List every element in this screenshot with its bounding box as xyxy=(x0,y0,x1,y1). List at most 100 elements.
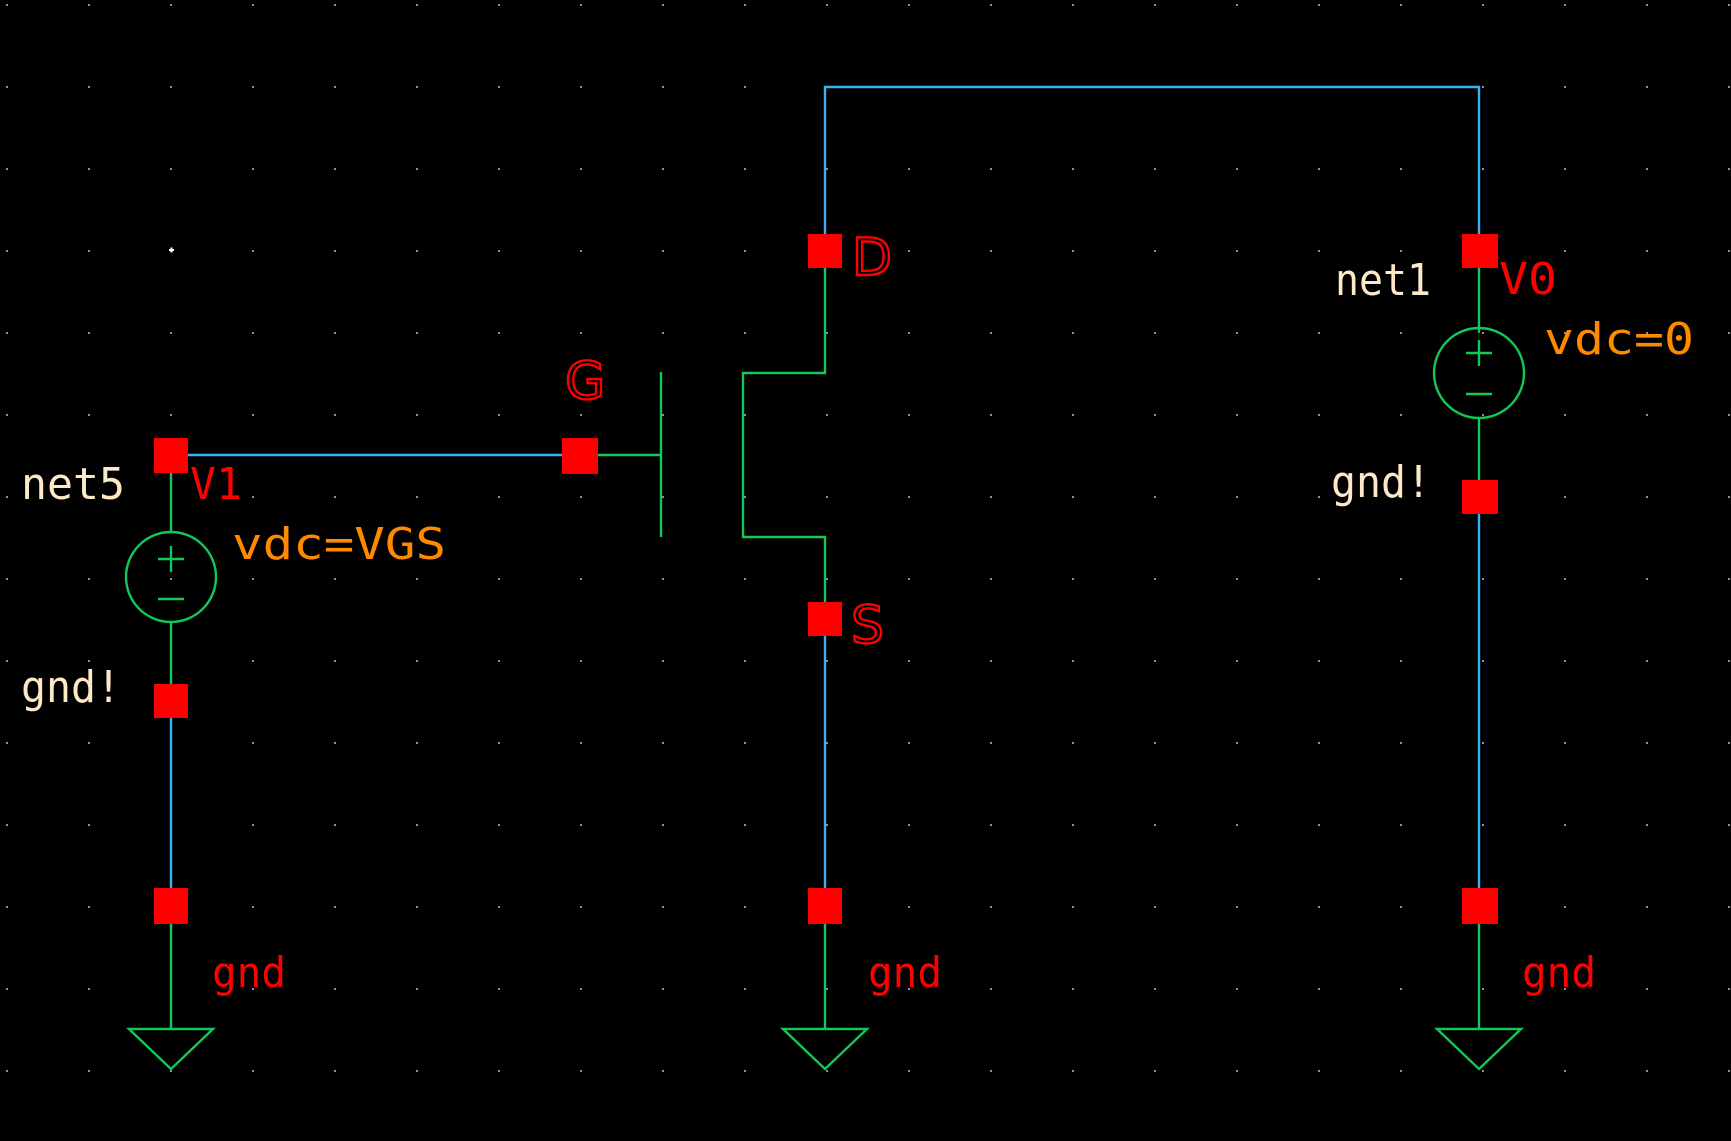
ground-symbol-3[interactable] xyxy=(1434,906,1524,1071)
grid-dot xyxy=(416,86,418,88)
grid-dot xyxy=(662,414,664,416)
parameter-label-v0[interactable]: vdc=0 xyxy=(1544,314,1694,365)
grid-dot xyxy=(990,168,992,170)
grid-dot xyxy=(1728,660,1730,662)
pin-gnd-2[interactable] xyxy=(808,888,842,924)
grid-dot xyxy=(1646,906,1648,908)
grid-dot xyxy=(1646,496,1648,498)
net-label-net5[interactable]: net5 xyxy=(21,459,125,510)
ground-symbol-1[interactable] xyxy=(126,906,216,1071)
wire-drain-to-v0[interactable] xyxy=(823,85,1481,251)
net-label-gnd-bang-right[interactable]: gnd! xyxy=(1331,457,1431,508)
pin-v0-plus[interactable] xyxy=(1462,234,1498,268)
grid-dot xyxy=(580,86,582,88)
grid-dot xyxy=(498,496,500,498)
grid-dot xyxy=(1482,660,1484,662)
cursor-marker xyxy=(169,247,174,253)
ground-triangle-icon xyxy=(780,1027,870,1071)
grid-dot xyxy=(1646,4,1648,6)
grid-dot xyxy=(1072,496,1074,498)
instance-label-v1[interactable]: V1 xyxy=(190,459,242,510)
grid-dot xyxy=(908,988,910,990)
pin-gnd-1[interactable] xyxy=(154,888,188,924)
grid-dot xyxy=(1236,988,1238,990)
grid-dot xyxy=(498,1070,500,1072)
grid-dot xyxy=(580,742,582,744)
grid-dot xyxy=(1728,4,1730,6)
grid-dot xyxy=(334,168,336,170)
grid-dot xyxy=(498,250,500,252)
grid-dot xyxy=(6,824,8,826)
nmos-transistor[interactable] xyxy=(580,251,827,619)
grid-dot xyxy=(1646,86,1648,88)
grid-dot xyxy=(6,906,8,908)
grid-dot xyxy=(88,742,90,744)
instance-label-v0[interactable]: V0 xyxy=(1499,254,1557,305)
gate-pin-label: G xyxy=(565,352,605,412)
grid-dot xyxy=(826,988,828,990)
pin-v1-minus[interactable] xyxy=(154,684,188,718)
grid-dot xyxy=(1236,4,1238,6)
net-label-net1[interactable]: net1 xyxy=(1335,255,1431,306)
grid-dot xyxy=(1072,906,1074,908)
grid-dot xyxy=(1154,414,1156,416)
grid-dot xyxy=(1154,4,1156,6)
net-label-gnd-bang-left[interactable]: gnd! xyxy=(21,662,121,713)
grid-dot xyxy=(170,414,172,416)
grid-dot xyxy=(744,578,746,580)
grid-dot xyxy=(1154,742,1156,744)
grid-dot xyxy=(1728,1070,1730,1072)
grid-dot xyxy=(580,1070,582,1072)
grid-dot xyxy=(1482,86,1484,88)
grid-dot xyxy=(88,86,90,88)
grid-dot xyxy=(6,742,8,744)
grid-dot xyxy=(334,250,336,252)
grid-dot xyxy=(1646,1070,1648,1072)
grid-dot xyxy=(744,496,746,498)
grid-dot xyxy=(744,4,746,6)
grid-dot xyxy=(1072,824,1074,826)
pin-source[interactable] xyxy=(808,602,842,636)
grid-dot xyxy=(334,988,336,990)
grid-dot xyxy=(334,660,336,662)
pin-gnd-3[interactable] xyxy=(1462,888,1498,924)
grid-dot xyxy=(252,660,254,662)
drain-pin-label: D xyxy=(852,228,892,288)
grid-dot xyxy=(1400,906,1402,908)
grid-dot xyxy=(744,250,746,252)
grid-dot xyxy=(1072,332,1074,334)
parameter-label-v1[interactable]: vdc=VGS xyxy=(232,519,446,570)
grid-dot xyxy=(334,1070,336,1072)
grid-dot xyxy=(826,414,828,416)
grid-dot xyxy=(990,906,992,908)
grid-dot xyxy=(252,824,254,826)
grid-dot xyxy=(416,660,418,662)
grid-dot xyxy=(662,250,664,252)
grid-dot xyxy=(826,742,828,744)
pin-v1-plus[interactable] xyxy=(154,438,188,473)
grid-dot xyxy=(580,988,582,990)
grid-dot xyxy=(416,824,418,826)
pin-gate[interactable] xyxy=(562,438,598,474)
pin-drain[interactable] xyxy=(808,234,842,268)
grid-dot xyxy=(1236,660,1238,662)
grid-dot xyxy=(252,1070,254,1072)
grid-dot xyxy=(1072,742,1074,744)
grid-dot xyxy=(1400,496,1402,498)
grid-dot xyxy=(6,578,8,580)
grid-dot xyxy=(1236,742,1238,744)
grid-dot xyxy=(1482,332,1484,334)
grid-dot xyxy=(826,496,828,498)
grid-dot xyxy=(88,168,90,170)
grid-dot xyxy=(744,86,746,88)
ground-symbol-2[interactable] xyxy=(780,906,870,1071)
grid-dot xyxy=(252,988,254,990)
grid-dot xyxy=(88,824,90,826)
grid-dot xyxy=(1646,578,1648,580)
grid-dot xyxy=(1400,250,1402,252)
grid-dot xyxy=(580,660,582,662)
pin-v0-minus[interactable] xyxy=(1462,480,1498,514)
grid-dot xyxy=(1728,496,1730,498)
grid-dot xyxy=(1728,86,1730,88)
